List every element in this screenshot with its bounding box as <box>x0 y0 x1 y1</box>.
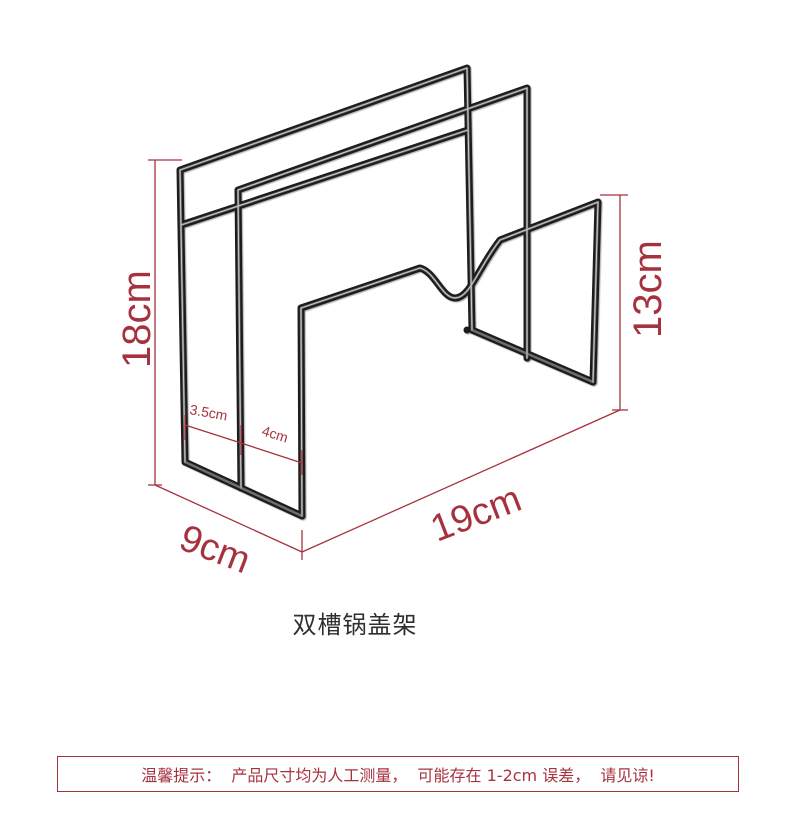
product-name: 双槽锅盖架 <box>292 611 418 639</box>
notice-text: 温馨提示： 产品尺寸均为人工测量， 可能存在 1-2cm 误差， 请见谅! <box>141 766 655 785</box>
label-depth: 9cm <box>174 517 256 582</box>
rack-illustration: 18cm 13cm 19cm 9cm 3.5cm 4cm <box>115 64 670 582</box>
dimension-labels: 18cm 13cm 19cm 9cm 3.5cm 4cm <box>115 240 670 582</box>
label-height-total: 18cm <box>115 270 159 368</box>
dimension-lines <box>148 159 628 560</box>
label-width: 19cm <box>425 478 527 551</box>
label-height-front: 13cm <box>626 240 670 338</box>
back-frame <box>176 64 476 466</box>
label-slot-1: 3.5cm <box>188 401 228 423</box>
wire-rack <box>176 64 602 520</box>
front-wave-frame <box>297 198 602 520</box>
notice-box: 温馨提示： 产品尺寸均为人工测量， 可能存在 1-2cm 误差， 请见谅! <box>57 756 739 792</box>
label-slot-2: 4cm <box>260 423 290 446</box>
